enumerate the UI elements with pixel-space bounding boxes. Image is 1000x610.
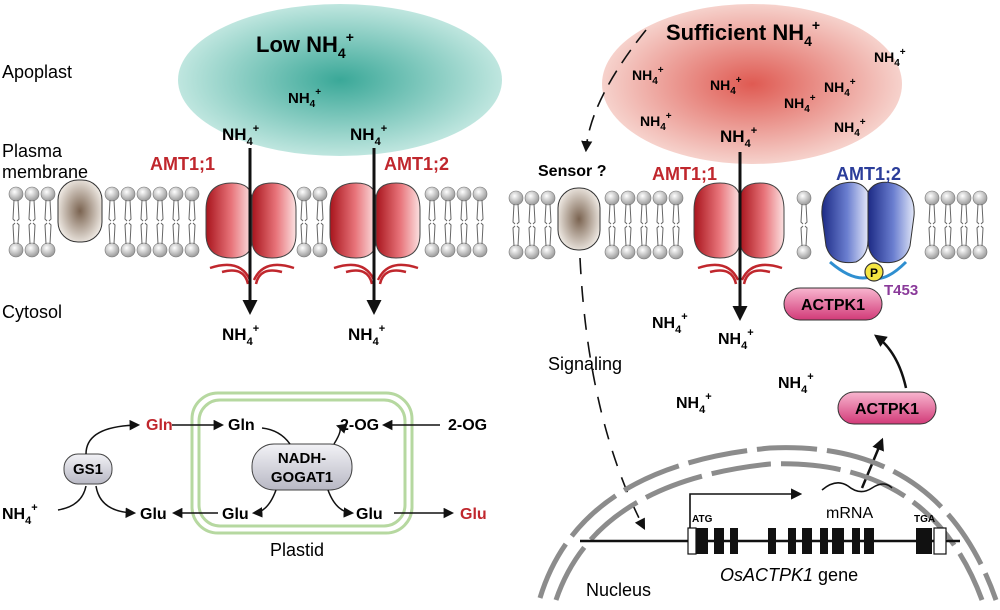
glu-cytosol-left: Glu (140, 506, 167, 523)
apoplast-label: Apoplast (2, 62, 72, 82)
nh4-right-cytosol-3: NH4+ (778, 371, 814, 396)
nh4-left-apoplast-2: NH4+ (222, 123, 259, 148)
svg-text:NH4+: NH4+ (640, 111, 672, 133)
sensor-label: Sensor ? (538, 163, 606, 180)
nh4-right-apoplast: Sufficient NHNH4+ NH4+ NH4+ NH4+ NH4+ NH… (632, 47, 906, 139)
plasma-label-line1: Plasma (2, 141, 63, 161)
amt12-transporter-right (821, 181, 915, 281)
t453-label: T453 (884, 282, 918, 299)
sensor-dashed-arrow (581, 29, 647, 153)
nh4-left-apoplast-3: NH4+ (350, 123, 387, 148)
svg-text:Sufficient NHNH4+: Sufficient NHNH4+ (632, 65, 664, 87)
nh4-left-cytosol-1: NH4+ (222, 323, 259, 348)
tga-label: TGA (914, 514, 935, 525)
mrna-label: mRNA (826, 505, 873, 522)
phospho-site (864, 262, 884, 282)
og-cytosol: 2-OG (448, 417, 487, 434)
glu-plastid-right: Glu (356, 506, 383, 523)
svg-text:NH4+: NH4+ (874, 47, 906, 69)
metabolism-arrows (57, 419, 455, 519)
og-plastid: 2-OG (340, 417, 379, 434)
left-membrane-protein (57, 179, 103, 243)
phospho-label: P (870, 266, 878, 280)
cytosol-label: Cytosol (2, 302, 62, 322)
signaling-label: Signaling (548, 354, 622, 374)
nh4-metab: NH4+ (2, 502, 38, 527)
svg-text:NH4+: NH4+ (710, 75, 742, 97)
svg-text:NH4+: NH4+ (834, 117, 866, 139)
svg-text:NH4+: NH4+ (784, 93, 816, 115)
right-membrane (508, 190, 988, 260)
left-membrane (8, 186, 488, 258)
nh4-right-cytosol-2: NH4+ (718, 327, 754, 352)
glu-cytosol-right: Glu (460, 506, 487, 523)
amt12-label-right: AMT1;2 (836, 164, 901, 184)
plastid-outer (190, 391, 414, 535)
sensor-protein (557, 187, 601, 251)
svg-text:NH4+: NH4+ (824, 77, 856, 99)
gs1-label: GS1 (73, 461, 103, 478)
gln-plastid: Gln (228, 417, 255, 434)
actpk1-free-label: ACTPK1 (855, 401, 919, 418)
actpk1-free (837, 391, 937, 425)
amt12-label-left: AMT1;2 (384, 154, 449, 174)
plasma-label-line2: membrane (2, 162, 88, 182)
gogat1-label-line2: GOGAT1 (271, 469, 333, 486)
left-title: Low NH4+ (256, 29, 354, 61)
nh4-left-cytosol-2: NH4+ (348, 323, 385, 348)
gene-label: OsACTPK1 gene (720, 565, 858, 585)
gogat1-enzyme (251, 443, 353, 491)
plastid-inner (197, 398, 407, 528)
nuclear-envelope-outer (537, 445, 999, 601)
amt11-transporter-right (693, 182, 785, 285)
osactpk1-gene (580, 488, 960, 555)
nh4-right-cytosol-4: NH4+ (676, 391, 712, 416)
gs1-enzyme (63, 453, 113, 485)
right-title: Sufficient NH4+ (666, 17, 820, 49)
low-nh4-cloud (178, 4, 502, 156)
actpk1-bound-label: ACTPK1 (801, 297, 865, 314)
nh4-right-cytosol-1: NH4+ (652, 311, 688, 336)
nh4-right-apoplast-big: NH4+ (720, 125, 757, 150)
atg-label: ATG (692, 514, 713, 525)
amt11-transporter-left (205, 182, 297, 285)
actpk1-to-amt-arrow (873, 334, 908, 389)
amt12-transporter-left (329, 182, 421, 285)
amt11-label-right: AMT1;1 (652, 164, 717, 184)
mrna-strand (821, 482, 893, 493)
plastid-label: Plastid (270, 540, 324, 560)
gogat1-label-line1: NADH- (278, 450, 326, 467)
glu-plastid-left: Glu (222, 506, 249, 523)
amt11-label-left: AMT1;1 (150, 154, 215, 174)
actpk1-bound (783, 287, 883, 321)
nuclear-envelope-inner (553, 461, 985, 601)
nucleus-label: Nucleus (586, 580, 651, 600)
gln-cytosol: Gln (146, 417, 173, 434)
signaling-dashed-arrow (579, 257, 646, 530)
sufficient-nh4-cloud (602, 4, 902, 164)
nh4-left-apoplast-1: NH4+ (288, 87, 321, 110)
